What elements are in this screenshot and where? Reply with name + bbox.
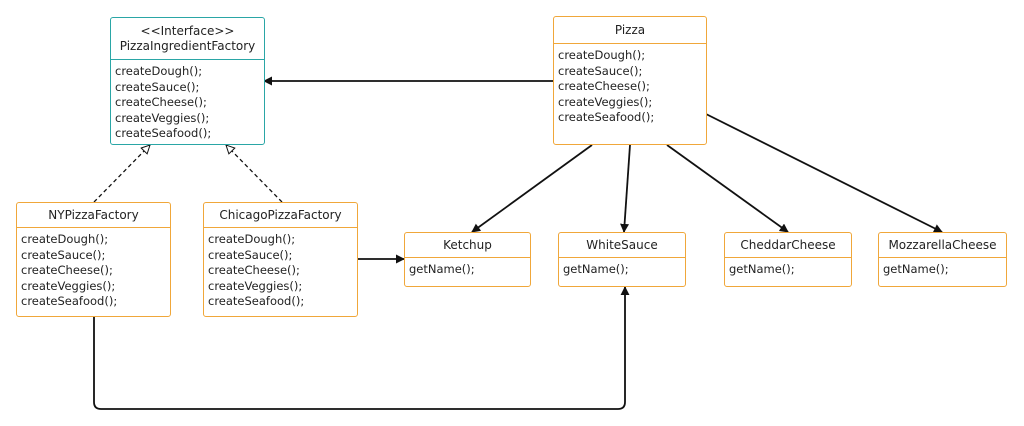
class-cheddar-cheese[interactable]: CheddarCheese getName(); — [724, 232, 852, 287]
method: createSauce(); — [208, 247, 293, 262]
method-list: createDough(); createSauce(); createChee… — [17, 228, 170, 314]
class-header: WhiteSauce — [559, 233, 685, 258]
method: createVeggies(); — [21, 278, 116, 293]
class-name: WhiteSauce — [586, 237, 658, 252]
method: createVeggies(); — [208, 278, 303, 293]
chicago-realizes-factory — [226, 145, 283, 203]
method: createDough(); — [208, 232, 296, 246]
method: createSeafood(); — [558, 110, 655, 124]
class-pizza-ingredient-factory[interactable]: <<Interface>> PizzaIngredientFactory cre… — [110, 17, 265, 145]
class-header: MozzarellaCheese — [879, 233, 1006, 258]
method: getName(); — [563, 262, 629, 276]
class-name: Pizza — [614, 22, 646, 37]
method: getName(); — [883, 262, 949, 276]
method: getName(); — [729, 262, 795, 276]
class-header: Ketchup — [405, 233, 530, 258]
method: createVeggies(); — [115, 110, 210, 125]
interface-stereotype: <<Interface>> — [140, 23, 235, 38]
class-mozzarella-cheese[interactable]: MozzarellaCheese getName(); — [878, 232, 1007, 287]
class-header: Pizza — [554, 17, 706, 44]
class-name: Ketchup — [443, 237, 492, 252]
method: createDough(); — [21, 232, 109, 246]
class-name: CheddarCheese — [740, 237, 836, 252]
class-chicago-pizza-factory[interactable]: ChicagoPizzaFactory createDough(); creat… — [203, 202, 358, 317]
method: createVeggies(); — [558, 94, 653, 109]
method: createDough(); — [115, 64, 203, 78]
method-list: getName(); — [879, 258, 1006, 282]
method-list: createDough(); createSauce(); createChee… — [204, 228, 357, 314]
method-list: createDough(); createSauce(); createChee… — [111, 60, 264, 146]
method: createDough(); — [558, 48, 646, 62]
method: createSeafood(); — [21, 294, 118, 308]
pizza-to-cheddar — [666, 144, 789, 233]
ny-realizes-factory — [93, 145, 150, 203]
class-header: ChicagoPizzaFactory — [204, 203, 357, 228]
method: createCheese(); — [558, 79, 650, 93]
method: createCheese(); — [21, 263, 113, 277]
class-header: CheddarCheese — [725, 233, 851, 258]
class-name: NYPizzaFactory — [48, 207, 139, 222]
method: createSauce(); — [115, 79, 200, 94]
method: createSeafood(); — [115, 126, 212, 140]
class-pizza[interactable]: Pizza createDough(); createSauce(); crea… — [553, 16, 707, 145]
class-ketchup[interactable]: Ketchup getName(); — [404, 232, 531, 287]
class-name: PizzaIngredientFactory — [119, 38, 256, 53]
method: createSauce(); — [558, 63, 643, 78]
class-header: <<Interface>> PizzaIngredientFactory — [111, 18, 264, 60]
class-name: MozzarellaCheese — [888, 237, 997, 252]
method: createSeafood(); — [208, 294, 305, 308]
class-white-sauce[interactable]: WhiteSauce getName(); — [558, 232, 686, 287]
ny-to-whitesauce — [93, 286, 630, 410]
method-list: getName(); — [725, 258, 851, 282]
class-header: NYPizzaFactory — [17, 203, 170, 228]
class-ny-pizza-factory[interactable]: NYPizzaFactory createDough(); createSauc… — [16, 202, 171, 317]
pizza-to-mozzarella — [705, 113, 943, 233]
pizza-to-ketchup — [471, 144, 593, 233]
method-list: getName(); — [405, 258, 530, 282]
method-list: createDough(); createSauce(); createChee… — [554, 44, 706, 130]
method-list: getName(); — [559, 258, 685, 282]
pizza-to-whitesauce — [620, 144, 631, 233]
class-name: ChicagoPizzaFactory — [219, 207, 342, 222]
method: getName(); — [409, 262, 475, 276]
method: createSauce(); — [21, 247, 106, 262]
method: createCheese(); — [115, 95, 207, 109]
method: createCheese(); — [208, 263, 300, 277]
